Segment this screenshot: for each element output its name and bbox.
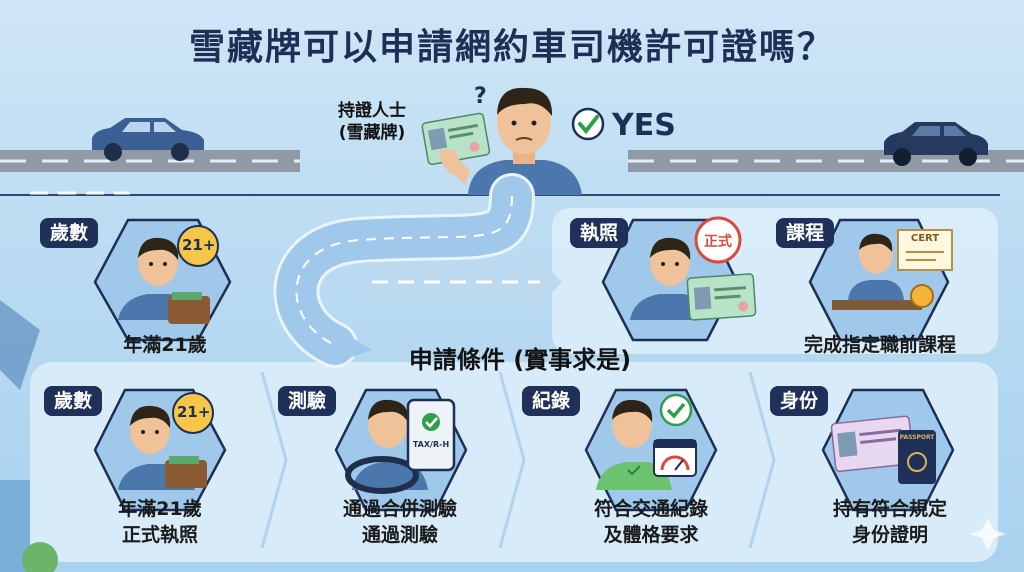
passport-label: PASSPORT (899, 434, 935, 441)
requirements-title: 申請條件 (實事求是) (408, 346, 632, 374)
id-card-icon (830, 415, 915, 473)
page-title: 雪藏牌可以申請網約車司機許可證嗎？ (188, 27, 835, 68)
bottom-record-tag: 紀錄 (522, 386, 581, 416)
arrow-right-icon (532, 250, 562, 314)
top-age-badge: 21+ (182, 236, 216, 254)
bottom-record-line-2: 及體格要求 (603, 524, 699, 546)
bottom-age-badge: 21+ (177, 403, 211, 421)
bottom-record-line-1: 符合交通紀錄 (593, 498, 708, 520)
bottom-identity-caption: 持有符合規定 身份證明 (800, 496, 980, 548)
passport-icon (898, 430, 936, 484)
bottom-test-line-1: 通過合併測驗 (342, 498, 457, 520)
bottom-age-tag: 歲數 (44, 386, 103, 416)
check-badge-icon (659, 393, 693, 427)
yes-label: YES (612, 108, 676, 143)
check-circle-icon (571, 107, 605, 141)
road-right (628, 150, 1024, 172)
cert-label: CERT (910, 233, 940, 244)
bottom-age-line-2: 正式執照 (121, 524, 198, 546)
official-stamp-text: 正式 (704, 234, 732, 250)
top-age-tag: 歲數 (40, 218, 99, 248)
official-stamp-icon (694, 216, 742, 264)
top-age-caption: 年滿21歲 (123, 334, 207, 356)
certificate-icon (897, 229, 953, 308)
tablet-icon (406, 398, 456, 472)
bottom-identity-line-1: 持有符合規定 (832, 498, 947, 520)
wallet-icon (168, 292, 210, 324)
course-person-icon (832, 233, 922, 310)
car-left-icon (92, 118, 204, 161)
bottom-wallet-icon (165, 456, 207, 488)
path-arrow-head (338, 330, 372, 362)
steering-wheel-icon (345, 456, 419, 494)
bottom-age-badge-icon (172, 392, 214, 434)
top-course-tag: 課程 (776, 218, 835, 248)
holder-line-2: (雪藏牌) (338, 123, 406, 143)
top-course-caption: 完成指定職前課程 (803, 334, 956, 356)
tablet-label: TAX/R-H (412, 440, 450, 449)
bottom-identity-line-2: 身份證明 (851, 524, 928, 546)
bottom-identity-tag: 身份 (770, 386, 829, 416)
car-right-icon (884, 122, 988, 166)
bottom-test-tag: 測驗 (278, 386, 337, 416)
top-license-tag: 執照 (570, 218, 629, 248)
bottom-age-line-1: 年滿21歲 (118, 498, 202, 520)
bottom-record-caption: 符合交通紀錄 及體格要求 (556, 496, 746, 548)
calendar-gauge-icon (653, 439, 697, 477)
license-person-icon (630, 237, 708, 320)
bottom-test-line-2: 通過測驗 (361, 524, 438, 546)
bottom-age-caption: 年滿21歲 正式執照 (80, 496, 240, 548)
sparkle-icon (970, 518, 1006, 550)
license-card-icon (686, 273, 757, 321)
holder-label: 持證人士 (雪藏牌) (322, 100, 422, 144)
bottom-test-caption: 通過合併測驗 通過測驗 (310, 496, 490, 548)
question-mark: ? (474, 84, 487, 109)
holder-line-1: 持證人士 (338, 101, 406, 121)
age-badge-icon (177, 225, 219, 267)
